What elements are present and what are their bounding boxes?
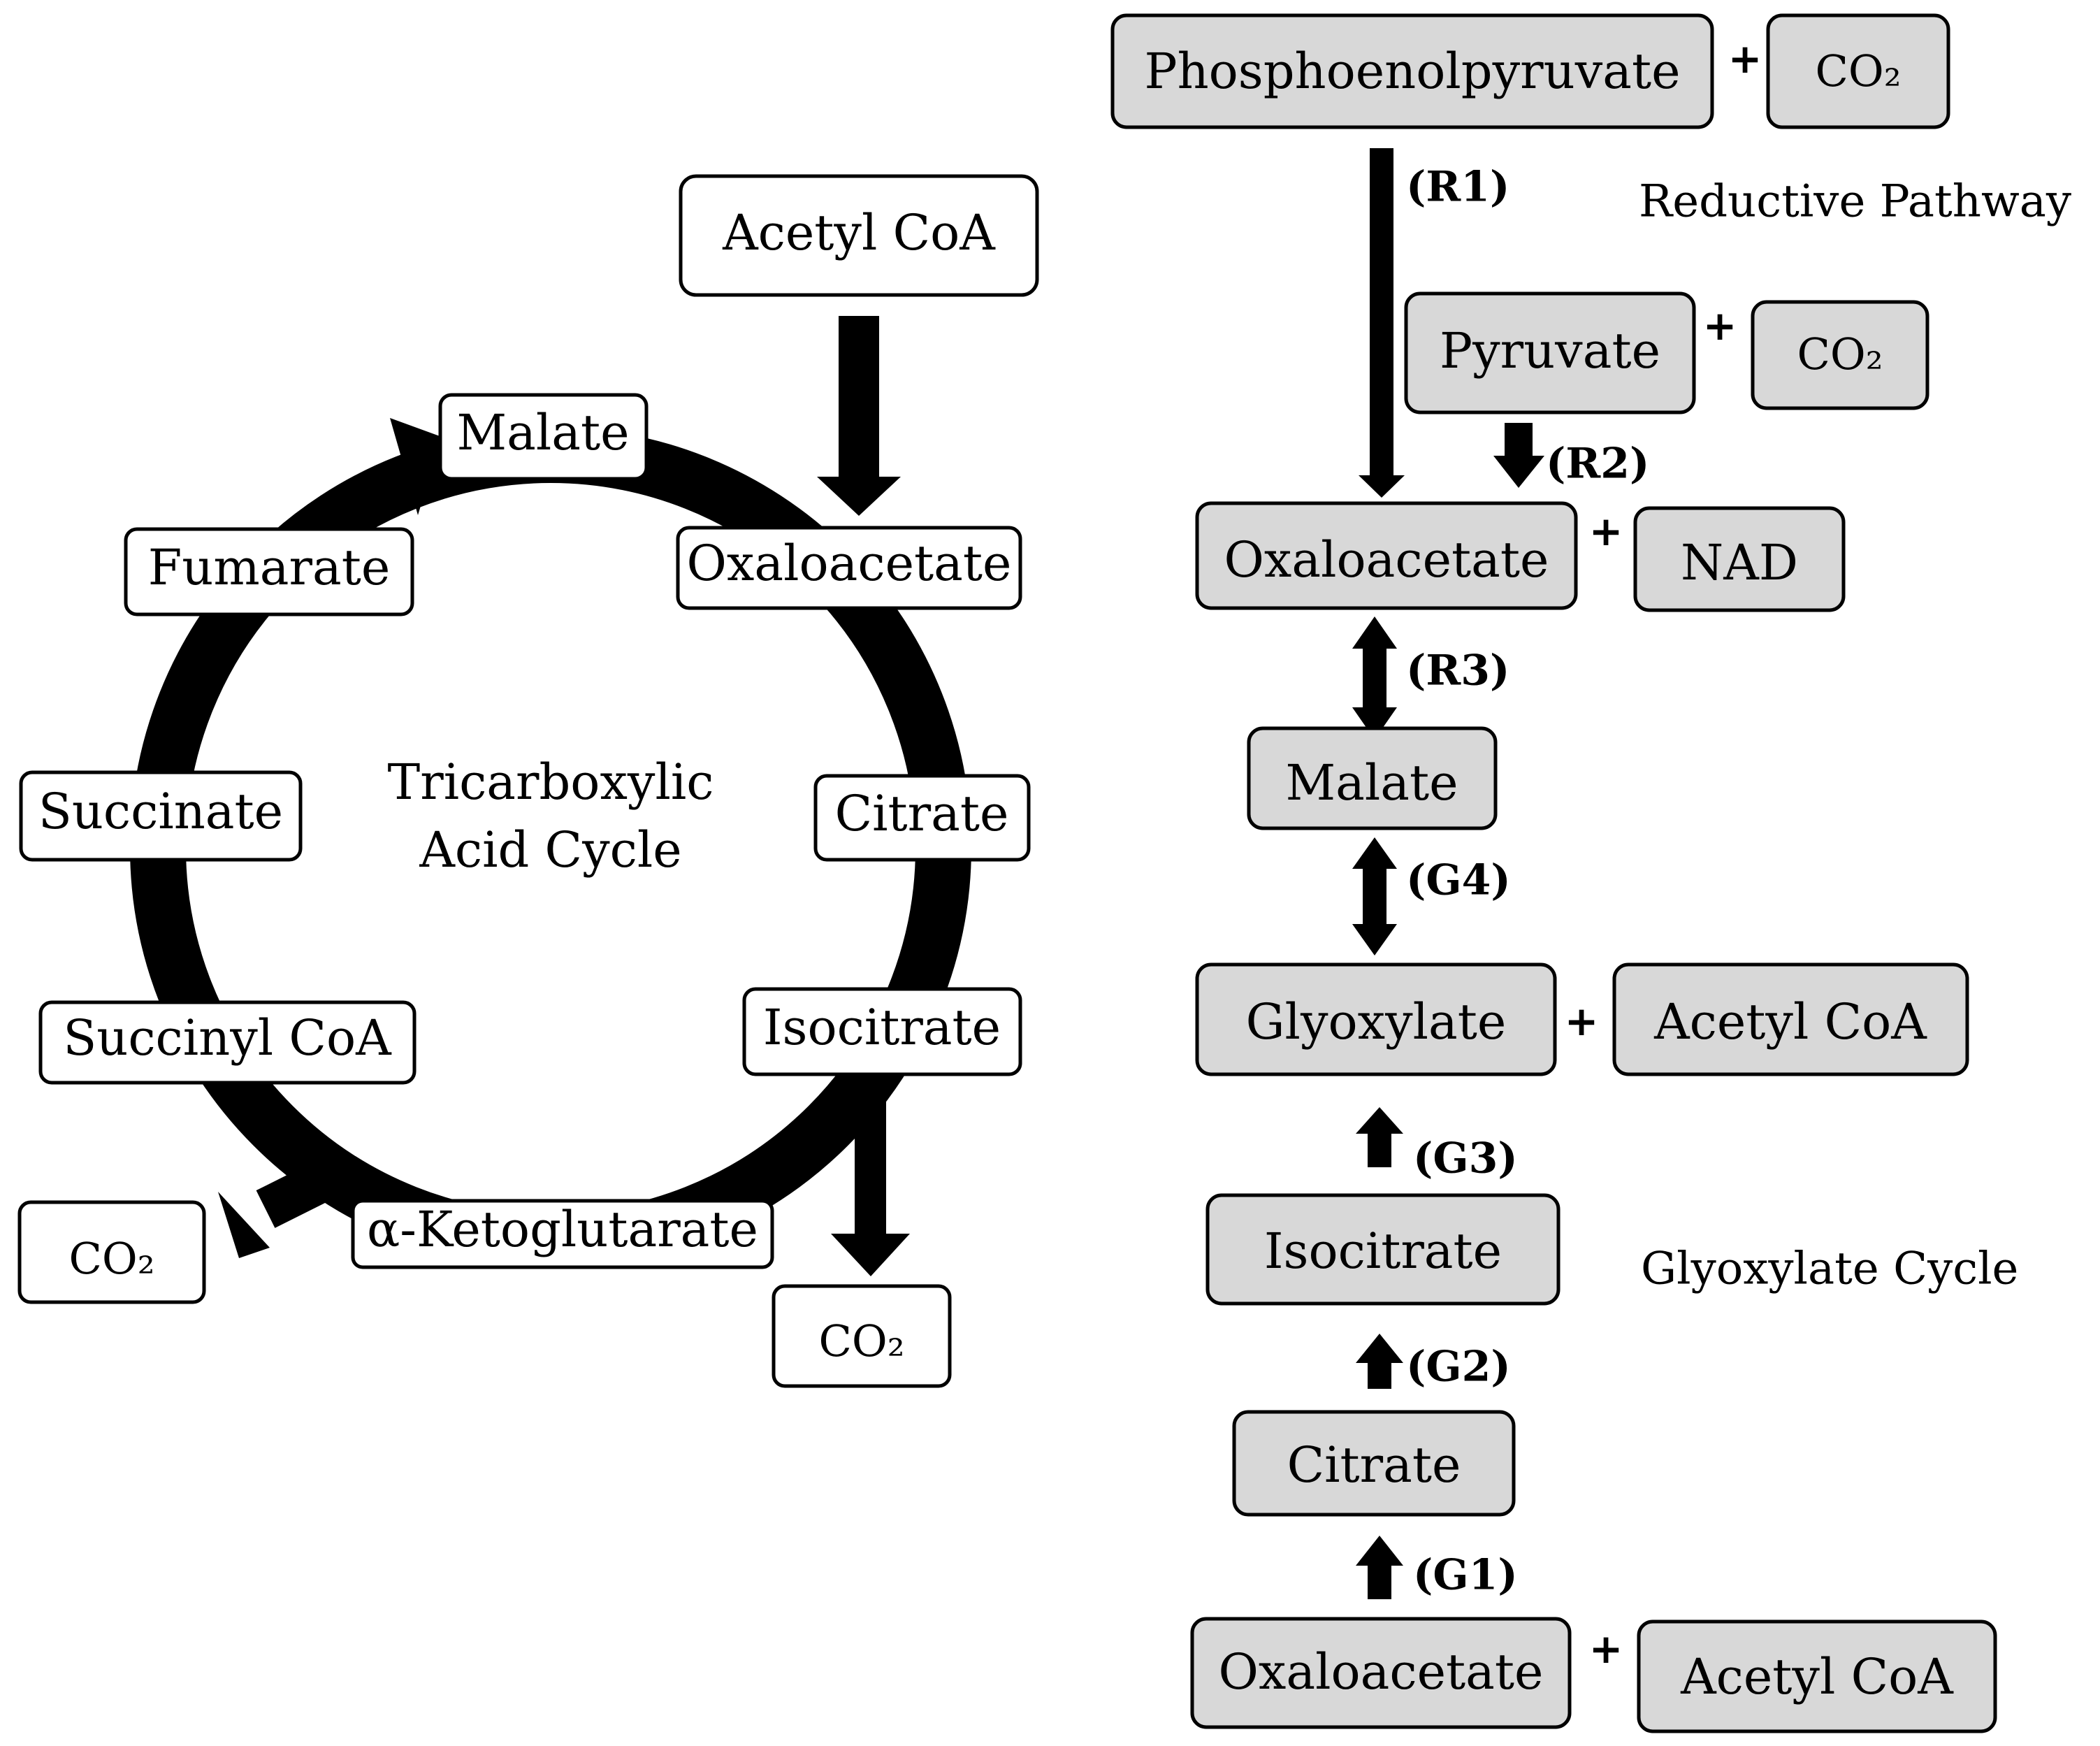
glyoxylate-isocitrate-box — [1205, 1193, 1560, 1306]
g3-label: (G3) — [1413, 1134, 1518, 1183]
pyruvate-co2-box — [1751, 300, 1929, 410]
tca-succinate-label: Succinate — [38, 783, 283, 840]
tca-malate-label: Malate — [456, 404, 629, 461]
tca-isocitrate-box — [742, 987, 1022, 1076]
g3-arrow-shaft — [1368, 1132, 1391, 1167]
r3-arrow-head-up — [1352, 616, 1397, 649]
reductive-malate-label: Malate — [1285, 754, 1458, 811]
pyruvate-co2-label: CO₂ — [1797, 329, 1883, 380]
tca-acetyl-coa-label: Acetyl CoA — [722, 204, 996, 261]
tca-citrate-label: Citrate — [835, 785, 1009, 842]
tca-acetyl-coa-box — [679, 174, 1039, 297]
glyoxylate-acetyl-coa-bottom-box — [1637, 1619, 1997, 1733]
glyoxylate-isocitrate-label: Isocitrate — [1264, 1222, 1502, 1280]
tca-cycle-arrowhead-co2 — [218, 1192, 270, 1258]
nad-label: NAD — [1681, 534, 1798, 591]
g2-label: (G2) — [1406, 1343, 1511, 1392]
reductive-pathway-title: Reductive Pathway — [1639, 176, 2071, 228]
tca-cycle: Tricarboxylic Acid Cycle Acetyl CoA Mala… — [17, 174, 1039, 1388]
tca-cycle-arrowhead-malate — [390, 418, 442, 515]
acetyl-coa-arrow-head — [817, 477, 901, 516]
glyoxylate-oxaloacetate-label: Oxaloacetate — [1219, 1643, 1544, 1701]
tca-alpha-ketoglutarate-label: α-Ketoglutarate — [367, 1201, 758, 1258]
pyruvate-label: Pyruvate — [1440, 322, 1660, 380]
g1-arrow-head — [1356, 1536, 1403, 1566]
tca-oxaloacetate-box — [676, 526, 1022, 610]
reductive-oxaloacetate-box — [1195, 501, 1578, 610]
g4-arrow-shaft — [1363, 867, 1386, 926]
pyruvate-box — [1404, 291, 1696, 414]
tca-succinyl-coa-label: Succinyl CoA — [63, 1009, 392, 1067]
pep-co2-box — [1766, 13, 1950, 129]
g4-arrow-head-up — [1352, 837, 1397, 869]
tca-co2-isocitrate-label: CO₂ — [818, 1315, 904, 1366]
isocitrate-co2-arrow-head — [831, 1234, 910, 1276]
pep-label: Phosphoenolpyruvate — [1144, 43, 1680, 100]
plus-glyoxylate: + — [1565, 997, 1599, 1045]
r1-label: (R1) — [1406, 163, 1509, 212]
tca-fumarate-box — [124, 527, 414, 616]
nad-box — [1633, 506, 1846, 612]
g2-arrow-head — [1356, 1334, 1403, 1363]
glyoxylate-acetyl-coa-top-box — [1612, 962, 1969, 1076]
g4-label: (G4) — [1406, 856, 1511, 905]
glyoxylate-label: Glyoxylate — [1246, 993, 1507, 1051]
r1-arrow-head — [1359, 475, 1405, 498]
tca-succinyl-coa-box — [38, 1000, 417, 1085]
tca-oxaloacetate-label: Oxaloacetate — [687, 535, 1012, 592]
g3-arrow-head — [1356, 1107, 1403, 1134]
tca-isocitrate-label: Isocitrate — [763, 999, 1001, 1056]
tca-alpha-ketoglutarate-box — [351, 1199, 774, 1269]
plus-pep: + — [1728, 35, 1762, 82]
glyoxylate-cycle-title: Glyoxylate Cycle — [1641, 1243, 2018, 1295]
plus-oxaloacetate: + — [1589, 1625, 1623, 1673]
tca-fumarate-label: Fumarate — [148, 539, 391, 596]
g4-arrow-head-down — [1352, 924, 1397, 955]
r2-arrow-shaft — [1505, 423, 1533, 458]
g2-arrow-shaft — [1368, 1361, 1391, 1389]
glyoxylate-acetyl-coa-top-label: Acetyl CoA — [1653, 993, 1927, 1051]
glyoxylate-acetyl-coa-bottom-label: Acetyl CoA — [1680, 1648, 1954, 1705]
r1-arrow-shaft — [1370, 148, 1393, 477]
reductive-malate-box — [1247, 726, 1498, 830]
r3-arrow-head-down — [1352, 707, 1397, 739]
reductive-pathway: Phosphoenolpyruvate + CO₂ Reductive Path… — [1110, 13, 2071, 830]
glyoxylate-cycle: (G4) Glyoxylate + Acetyl CoA (G3) Isocit… — [1190, 837, 2018, 1733]
glyoxylate-oxaloacetate-box — [1190, 1617, 1572, 1729]
tca-title-line2: Acid Cycle — [419, 821, 681, 879]
r2-arrow-head — [1493, 456, 1544, 488]
isocitrate-co2-arrow-shaft — [855, 1080, 886, 1235]
r3-arrow-shaft — [1363, 647, 1386, 709]
pep-co2-label: CO₂ — [1815, 45, 1901, 96]
tca-co2-box-ketoglutarate — [17, 1200, 206, 1304]
tca-succinate-box — [19, 770, 303, 862]
glyoxylate-citrate-label: Citrate — [1287, 1436, 1461, 1494]
pep-box — [1110, 13, 1714, 129]
tca-co2-box-isocitrate — [772, 1284, 952, 1388]
r3-label: (R3) — [1406, 647, 1509, 695]
plus-nad: + — [1589, 507, 1623, 555]
reductive-oxaloacetate-label: Oxaloacetate — [1224, 531, 1549, 589]
tca-title-line1: Tricarboxylic — [388, 753, 714, 811]
g1-label: (G1) — [1413, 1551, 1518, 1600]
tca-co2-ketoglutarate-label: CO₂ — [68, 1233, 154, 1284]
g1-arrow-shaft — [1368, 1564, 1391, 1599]
plus-pyruvate: + — [1703, 302, 1737, 349]
r2-label: (R2) — [1546, 440, 1649, 489]
tca-co2-branch-shaft — [256, 1162, 331, 1228]
tca-citrate-box — [813, 774, 1031, 862]
tca-malate-box — [438, 393, 649, 481]
acetyl-coa-arrow-shaft — [839, 316, 879, 478]
glyoxylate-citrate-box — [1232, 1410, 1516, 1517]
glyoxylate-box — [1195, 962, 1557, 1076]
